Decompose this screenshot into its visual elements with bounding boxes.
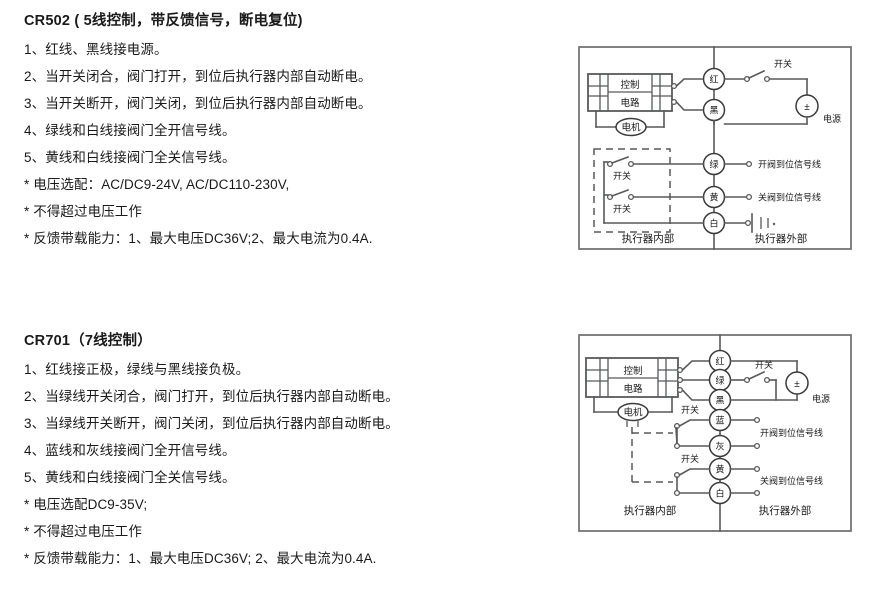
- terminal-red: 红: [709, 74, 718, 85]
- spec-line: 2、当绿线开关闭合，阀门打开，到位后执行器内部自动断电。: [24, 389, 399, 404]
- switch-label: 开关: [755, 359, 773, 370]
- terminal-black: 黑: [715, 396, 724, 406]
- spec-line: 5、黄线和白线接阀门全关信号线。: [24, 470, 236, 485]
- spec-line: 5、黄线和白线接阀门全关信号线。: [24, 150, 236, 165]
- outer-label: 执行器外部: [759, 504, 812, 517]
- terminal-yellow: 黄: [715, 464, 724, 475]
- control-circuit-label-1: 控制: [623, 365, 642, 377]
- terminal-green: 绿: [709, 159, 718, 170]
- spec-line: * 不得超过电压工作: [24, 204, 143, 219]
- terminal-white: 白: [715, 488, 724, 499]
- power-label: 电源: [812, 393, 830, 404]
- switch-label: 开关: [681, 404, 699, 415]
- signal-open-label: 开阀到位信号线: [758, 159, 821, 170]
- terminal-blue: 蓝: [715, 415, 724, 426]
- terminal-black: 黑: [709, 106, 718, 116]
- spec-line: 1、红线接正极，绿线与黑线接负极。: [24, 362, 250, 377]
- terminal-yellow: 黄: [709, 192, 718, 203]
- outer-label: 执行器外部: [755, 232, 808, 245]
- spec-block-cr701: CR701（7线控制） 1、红线接正极，绿线与黑线接负极。 2、当绿线开关闭合，…: [24, 328, 544, 572]
- signal-close-label: 关阀到位信号线: [760, 475, 823, 486]
- spec-line: 3、当绿线开关断开，阀门关闭，到位后执行器内部自动断电。: [24, 416, 399, 431]
- spec-block-cr502: CR502 ( 5线控制，带反馈信号，断电复位) 1、红线、黑线接电源。 2、当…: [24, 8, 544, 252]
- spec-title-cr502: CR502 ( 5线控制，带反馈信号，断电复位): [24, 13, 303, 29]
- spec-title-cr701: CR701（7线控制）: [24, 333, 152, 349]
- control-circuit-label-2: 电路: [620, 97, 640, 109]
- switch-label: 开关: [613, 170, 631, 181]
- spec-line: 2、当开关闭合，阀门打开，到位后执行器内部自动断电。: [24, 69, 372, 84]
- spec-line: * 电压选配：AC/DC9-24V, AC/DC110-230V,: [24, 177, 290, 192]
- switch-label: 开关: [681, 453, 699, 464]
- spec-line: 3、当开关断开，阀门关闭，到位后执行器内部自动断电。: [24, 96, 372, 111]
- spec-line: 4、绿线和白线接阀门全开信号线。: [24, 123, 236, 138]
- terminal-green: 绿: [715, 375, 724, 386]
- switch-label: 开关: [774, 58, 792, 69]
- terminal-white: 白: [709, 218, 718, 229]
- control-circuit-label-1: 控制: [620, 79, 639, 91]
- terminal-red: 红: [715, 356, 724, 367]
- signal-close-label: 关阀到位信号线: [758, 192, 821, 203]
- motor-label: 电机: [621, 122, 641, 134]
- cr701-wiring-diagram: 控制 电路 电机 红 绿 黑 蓝 灰: [578, 334, 852, 532]
- power-label: 电源: [823, 113, 841, 124]
- control-circuit-label-2: 电路: [623, 383, 643, 395]
- spec-line: 4、蓝线和灰线接阀门全开信号线。: [24, 443, 236, 458]
- power-symbol: ±: [804, 102, 810, 113]
- motor-label: 电机: [623, 407, 643, 419]
- inner-label: 执行器内部: [622, 232, 675, 245]
- inner-label: 执行器内部: [624, 504, 677, 517]
- spec-line: 1、红线、黑线接电源。: [24, 42, 168, 57]
- spec-line: * 电压选配DC9-35V;: [24, 497, 148, 512]
- terminal-grey: 灰: [715, 441, 724, 452]
- spec-line: * 反馈带载能力：1、最大电压DC36V; 2、最大电流为0.4A.: [24, 551, 377, 566]
- cr502-wiring-diagram: 控制 电路 电机 红 黑 绿 黄 白: [578, 46, 852, 250]
- signal-open-label: 开阀到位信号线: [760, 427, 823, 438]
- power-symbol: ±: [794, 379, 800, 390]
- spec-line: * 不得超过电压工作: [24, 524, 143, 539]
- switch-label: 开关: [613, 203, 631, 214]
- spec-line: * 反馈带载能力：1、最大电压DC36V;2、最大电流为0.4A.: [24, 231, 373, 246]
